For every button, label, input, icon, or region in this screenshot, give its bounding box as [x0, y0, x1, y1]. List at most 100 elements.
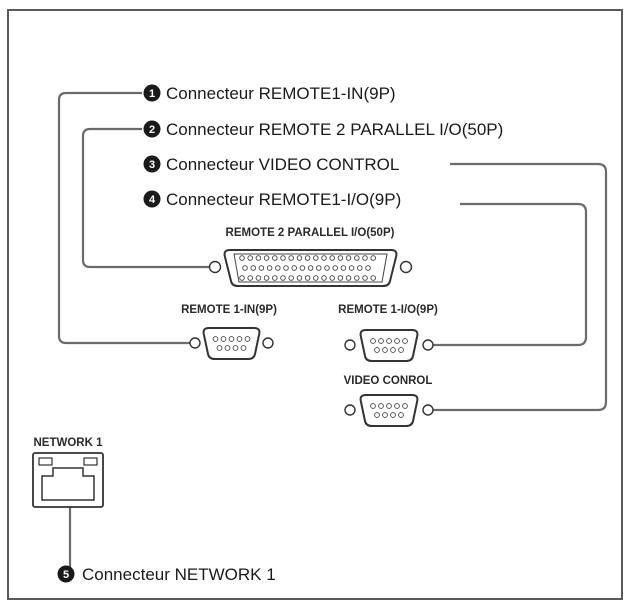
- connector-pin: [386, 338, 392, 344]
- connector-pin: [362, 255, 368, 261]
- connector-pin: [398, 412, 404, 418]
- connector-pin: [370, 338, 376, 344]
- callout-label: Connecteur VIDEO CONTROL: [166, 155, 399, 174]
- connector-pin: [329, 255, 335, 261]
- connector-pin: [321, 255, 327, 261]
- connector-pin: [272, 255, 278, 261]
- connector-pin: [288, 275, 294, 281]
- pin-field: [212, 336, 251, 351]
- connector-pin: [299, 265, 306, 271]
- connector-pin: [304, 275, 311, 281]
- dsub-9-connector-icon: [344, 394, 434, 427]
- callout-label: Connecteur NETWORK 1: [82, 565, 276, 584]
- connector-pin: [280, 275, 286, 281]
- connector-pin: [255, 255, 262, 261]
- callout-badge-5: [57, 565, 75, 583]
- connector-pin: [283, 265, 289, 271]
- connector-pin: [386, 403, 392, 409]
- connector-pin: [272, 275, 278, 281]
- callout-3: 3 Connecteur VIDEO CONTROL: [143, 155, 399, 174]
- screw-icon: [208, 260, 222, 274]
- connector-pin: [275, 265, 281, 271]
- callout-2: 2 Connecteur REMOTE 2 PARALLEL I/O(50P): [143, 120, 503, 139]
- connector-pin: [374, 412, 380, 418]
- dsub-9-connector-icon: [189, 327, 274, 360]
- connector-shell: [359, 329, 419, 362]
- connector-pin: [394, 338, 400, 344]
- callout-badge-1: [143, 84, 161, 102]
- connector-pin: [307, 265, 314, 271]
- connector-shell: [202, 327, 261, 360]
- connector-pin: [378, 338, 384, 344]
- connector-pin: [242, 265, 248, 271]
- callout-badge-3: [143, 155, 161, 173]
- connector-pin: [402, 403, 408, 409]
- connector-pin: [304, 255, 311, 261]
- connector-pin: [244, 336, 251, 342]
- connector-pin: [316, 265, 322, 271]
- connector-pin: [337, 275, 344, 281]
- callout-badge-4: [143, 190, 161, 208]
- led-left: [38, 457, 53, 466]
- outer-frame: [7, 9, 623, 600]
- connector-pin: [313, 275, 319, 281]
- connector-shell-inner: [233, 253, 388, 283]
- wire-remote1-in: [57, 91, 190, 345]
- connector-pin: [250, 265, 256, 271]
- connector-pin: [247, 275, 253, 281]
- connector-pin: [354, 255, 360, 261]
- connector-pin: [370, 255, 376, 261]
- connector-pin: [394, 403, 400, 409]
- jack-body: [32, 452, 104, 508]
- connector-pin: [296, 255, 303, 261]
- screw-icon: [189, 337, 201, 349]
- dsub-9-connector-icon: [344, 329, 434, 362]
- port-label-video: VIDEO CONROL: [344, 375, 433, 387]
- connector-pin: [240, 345, 247, 351]
- connector-pin: [212, 336, 219, 342]
- connector-pin: [263, 255, 270, 261]
- rj45-jack-icon: [32, 452, 104, 508]
- connector-pin: [329, 275, 335, 281]
- jack-opening: [41, 467, 95, 501]
- connector-pin: [247, 255, 253, 261]
- connector-pin: [228, 336, 235, 342]
- connector-pin: [402, 338, 408, 344]
- connector-pin: [345, 255, 352, 261]
- connector-pin: [239, 255, 245, 261]
- connector-pin: [258, 265, 265, 271]
- port-label-network: NETWORK 1: [34, 437, 104, 449]
- pin-field: [370, 338, 408, 353]
- dsub-50-connector-icon: [208, 249, 413, 287]
- connector-pin: [357, 265, 363, 271]
- pin-field: [239, 255, 376, 281]
- connector-pin: [382, 347, 388, 353]
- connector-pin: [239, 275, 245, 281]
- callout-1: 1 Connecteur REMOTE1-IN(9P): [143, 84, 396, 103]
- screw-icon: [399, 260, 413, 274]
- connector-pin: [288, 255, 294, 261]
- screw-icon: [344, 339, 356, 351]
- screw-icon: [422, 404, 434, 416]
- wire-parallel: [81, 127, 210, 269]
- connector-pin: [236, 336, 243, 342]
- connector-pin: [224, 345, 231, 351]
- connector-pin: [216, 345, 223, 351]
- callout-number: 2: [149, 124, 155, 136]
- pin-field: [370, 403, 408, 418]
- connector-pin: [362, 275, 368, 281]
- connector-pin: [280, 255, 286, 261]
- connector-pin: [378, 403, 384, 409]
- connector-pin: [354, 275, 360, 281]
- wire-video-control: [428, 162, 608, 412]
- callout-number: 3: [149, 159, 155, 171]
- callout-number: 4: [149, 194, 156, 206]
- callout-label: Connecteur REMOTE1-I/O(9P): [166, 190, 401, 209]
- connector-pin: [340, 265, 347, 271]
- screw-icon: [344, 404, 356, 416]
- connector-shell: [359, 394, 419, 427]
- port-label-remote-in: REMOTE 1-IN(9P): [181, 304, 277, 316]
- connector-pin: [370, 275, 376, 281]
